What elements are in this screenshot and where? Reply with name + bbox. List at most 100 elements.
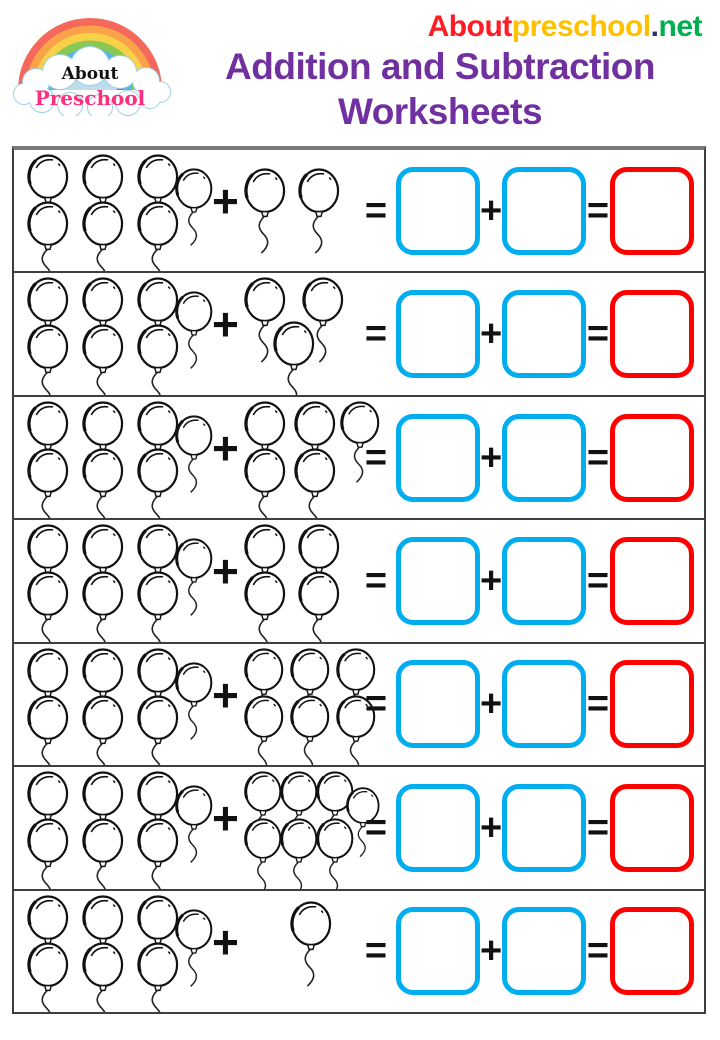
answer-box-sum[interactable] bbox=[610, 536, 694, 625]
page-title-line2: Worksheets bbox=[337, 91, 543, 133]
balloon-icon bbox=[175, 908, 213, 987]
plus-operator: + bbox=[212, 298, 239, 351]
worksheet-row: + =+= bbox=[14, 396, 704, 521]
balloon-icon bbox=[27, 695, 69, 766]
balloon-icon bbox=[336, 695, 376, 766]
balloon-icon bbox=[27, 324, 69, 395]
answer-box-addend-1[interactable] bbox=[396, 783, 480, 872]
plus-operator: + bbox=[480, 313, 503, 356]
plus-operator: + bbox=[212, 545, 239, 598]
left-balloon-group bbox=[26, 648, 218, 766]
answer-box-sum[interactable] bbox=[610, 907, 694, 996]
rainbow-logo-icon bbox=[13, 18, 171, 116]
balloon-equation: + bbox=[26, 894, 335, 1012]
answer-box-sum[interactable] bbox=[610, 660, 694, 749]
balloon-icon bbox=[273, 321, 315, 395]
left-balloon-group bbox=[26, 277, 218, 395]
answer-box-addend-2[interactable] bbox=[502, 290, 586, 379]
answer-box-addend-2[interactable] bbox=[502, 536, 586, 625]
site-name-segment: About bbox=[427, 10, 513, 43]
plus-operator: + bbox=[480, 930, 503, 973]
answer-box-addend-1[interactable] bbox=[396, 413, 480, 502]
worksheet-row: + =+= bbox=[14, 520, 704, 644]
left-balloon-group bbox=[26, 894, 218, 1012]
answer-section: =+= bbox=[364, 644, 694, 765]
answer-box-addend-2[interactable] bbox=[502, 907, 586, 996]
plus-operator: + bbox=[212, 668, 239, 721]
balloon-icon bbox=[137, 818, 179, 889]
page-title-line1: Addition and Subtraction bbox=[225, 46, 655, 87]
answer-box-addend-1[interactable] bbox=[396, 290, 480, 379]
equals-sign: = bbox=[364, 683, 388, 726]
balloon-icon bbox=[82, 818, 124, 889]
right-balloon-group bbox=[243, 524, 343, 642]
balloon-icon bbox=[298, 571, 340, 642]
answer-box-addend-2[interactable] bbox=[502, 660, 586, 749]
equals-sign: = bbox=[364, 930, 388, 973]
answer-box-sum[interactable] bbox=[610, 290, 694, 379]
right-balloon-group bbox=[243, 154, 343, 271]
balloon-icon bbox=[137, 648, 179, 734]
equals-sign: = bbox=[586, 930, 610, 973]
balloon-equation: + bbox=[26, 401, 381, 519]
answer-box-addend-2[interactable] bbox=[502, 166, 586, 255]
balloon-icon bbox=[244, 401, 286, 487]
balloon-icon bbox=[27, 818, 69, 889]
answer-box-addend-1[interactable] bbox=[396, 660, 480, 749]
answer-box-addend-2[interactable] bbox=[502, 783, 586, 872]
balloon-icon bbox=[298, 168, 340, 254]
balloon-icon bbox=[244, 277, 286, 364]
balloon-icon bbox=[244, 448, 286, 519]
plus-operator: + bbox=[480, 806, 503, 849]
balloon-icon bbox=[137, 324, 179, 395]
answer-box-addend-1[interactable] bbox=[396, 166, 480, 255]
balloon-icon bbox=[316, 818, 354, 889]
worksheet-row: + = + = bbox=[14, 890, 704, 1012]
right-balloon-group bbox=[243, 401, 381, 519]
answer-box-addend-1[interactable] bbox=[396, 907, 480, 996]
worksheet-row: + = bbox=[14, 643, 704, 768]
answer-box-addend-2[interactable] bbox=[502, 413, 586, 502]
balloon-icon bbox=[137, 571, 179, 642]
answer-section: =+= bbox=[364, 273, 694, 394]
equals-sign: = bbox=[364, 806, 388, 849]
balloon-icon bbox=[137, 401, 179, 487]
balloon-icon bbox=[82, 154, 124, 240]
balloon-icon bbox=[27, 571, 69, 642]
answer-section: =+= bbox=[364, 397, 694, 518]
balloon-icon bbox=[137, 695, 179, 766]
balloon-icon bbox=[336, 648, 376, 730]
site-name-segment: net bbox=[658, 10, 703, 43]
plus-operator: + bbox=[212, 175, 239, 227]
answer-section: =+= bbox=[364, 520, 694, 641]
balloon-icon bbox=[82, 448, 124, 519]
equals-sign: = bbox=[364, 436, 388, 479]
equals-sign: = bbox=[586, 189, 610, 232]
balloon-icon bbox=[27, 201, 69, 272]
equals-sign: = bbox=[364, 189, 388, 232]
balloon-equation: + bbox=[26, 771, 381, 889]
balloon-equation: + bbox=[26, 524, 343, 642]
balloon-icon bbox=[244, 168, 286, 254]
plus-operator: + bbox=[212, 421, 239, 474]
answer-box-sum[interactable] bbox=[610, 166, 694, 255]
balloon-icon bbox=[175, 291, 213, 370]
answer-box-sum[interactable] bbox=[610, 783, 694, 872]
balloon-icon bbox=[137, 201, 179, 272]
answer-box-addend-1[interactable] bbox=[396, 536, 480, 625]
answer-box-sum[interactable] bbox=[610, 413, 694, 502]
balloon-icon bbox=[27, 448, 69, 519]
balloon-icon bbox=[302, 277, 344, 364]
balloon-icon bbox=[82, 571, 124, 642]
balloon-icon bbox=[137, 771, 179, 857]
site-name: Aboutpreschool.net bbox=[427, 10, 703, 44]
balloon-icon bbox=[82, 941, 124, 1012]
balloon-icon bbox=[175, 662, 213, 740]
balloon-icon bbox=[244, 818, 282, 889]
answer-section: =+= bbox=[364, 150, 694, 271]
balloon-icon bbox=[137, 448, 179, 519]
worksheet-row: + =+= bbox=[14, 273, 704, 397]
balloon-icon bbox=[345, 787, 380, 858]
equals-sign: = bbox=[586, 313, 610, 356]
balloon-icon bbox=[290, 900, 332, 987]
